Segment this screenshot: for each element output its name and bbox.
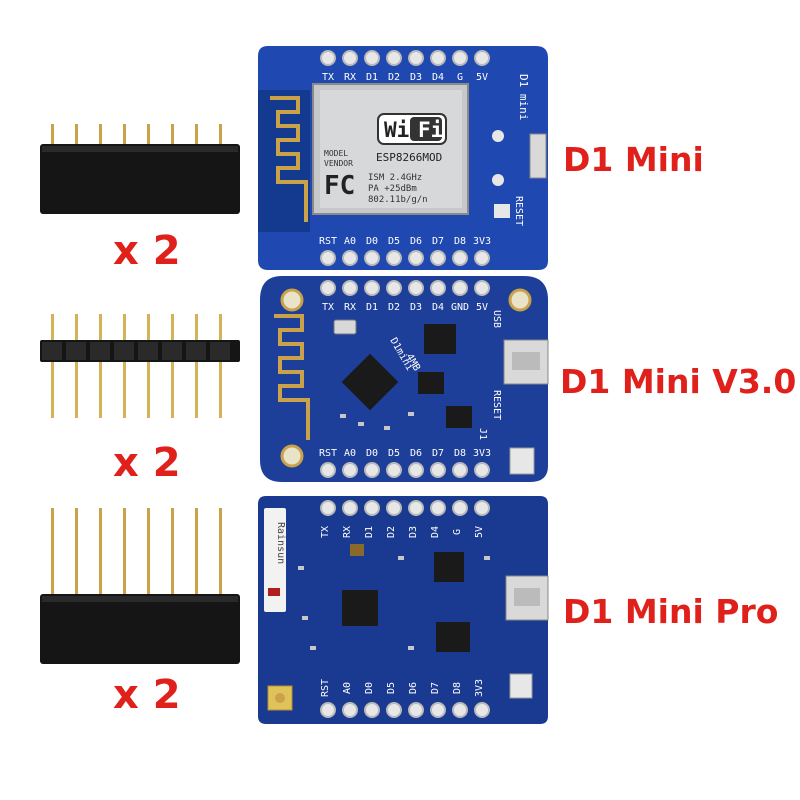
svg-text:RX: RX [344, 72, 356, 83]
svg-text:D1: D1 [366, 302, 378, 313]
svg-text:D1 mini: D1 mini [517, 74, 530, 120]
svg-text:Fi: Fi [418, 118, 443, 142]
svg-text:A0: A0 [344, 448, 356, 459]
svg-text:D7: D7 [430, 682, 441, 694]
board-label: D1 Mini Pro [563, 592, 779, 631]
svg-text:RST: RST [319, 236, 337, 247]
d1-mini-v3-board: TX RX D1 D2 D3 D4 GND 5V RST A0 D0 D5 D6… [258, 276, 558, 491]
svg-text:G: G [457, 72, 463, 83]
svg-text:D4: D4 [430, 526, 441, 538]
svg-text:J1: J1 [477, 428, 488, 440]
svg-text:A0: A0 [342, 682, 353, 694]
svg-text:D6: D6 [410, 236, 422, 247]
svg-text:ESP8266MOD: ESP8266MOD [376, 151, 442, 164]
svg-text:D0: D0 [364, 682, 375, 694]
svg-text:D4: D4 [432, 302, 444, 313]
svg-text:D5: D5 [388, 236, 400, 247]
svg-text:GND: GND [451, 302, 469, 313]
board-label: D1 Mini V3.0 [560, 362, 797, 401]
svg-text:MODEL: MODEL [324, 149, 348, 158]
svg-text:D2: D2 [388, 72, 400, 83]
svg-text:Rainsun: Rainsun [275, 522, 286, 564]
svg-text:D5: D5 [386, 682, 397, 694]
male-pin-header [38, 310, 248, 435]
svg-text:D3: D3 [410, 72, 422, 83]
svg-text:VENDOR: VENDOR [324, 159, 353, 168]
svg-text:TX: TX [320, 526, 331, 538]
svg-text:D6: D6 [410, 448, 422, 459]
svg-text:USB: USB [491, 310, 502, 328]
svg-text:RX: RX [342, 526, 353, 538]
svg-text:RST: RST [320, 679, 331, 697]
female-pin-header-1 [38, 120, 248, 225]
d1-mini-pro-board: Rainsun TX RX D1 D2 D3 D4 G 5V RST A0 D0… [258, 496, 558, 731]
quantity-label: x 2 [113, 228, 181, 274]
svg-text:5V: 5V [474, 526, 485, 538]
svg-text:TX: TX [322, 72, 334, 83]
svg-text:D7: D7 [432, 448, 444, 459]
svg-text:D8: D8 [454, 236, 466, 247]
svg-text:D0: D0 [366, 236, 378, 247]
svg-text:D2: D2 [386, 526, 397, 538]
svg-text:5V: 5V [476, 302, 488, 313]
svg-text:3V3: 3V3 [474, 679, 485, 697]
svg-text:D4: D4 [432, 72, 444, 83]
long-female-pin-header [38, 504, 248, 674]
svg-text:D6: D6 [408, 682, 419, 694]
d1-mini-board: Wi Fi MODEL VENDOR ESP8266MOD FC ISM 2.4… [258, 46, 558, 276]
svg-text:5V: 5V [476, 72, 488, 83]
svg-text:TX: TX [322, 302, 334, 313]
svg-text:3V3: 3V3 [473, 236, 491, 247]
quantity-label: x 2 [113, 440, 181, 486]
board-label: D1 Mini [563, 140, 704, 179]
svg-text:RST: RST [319, 448, 337, 459]
svg-text:A0: A0 [344, 236, 356, 247]
svg-text:D3: D3 [410, 302, 422, 313]
svg-text:RESET: RESET [513, 196, 524, 226]
svg-text:RX: RX [344, 302, 356, 313]
svg-text:3V3: 3V3 [473, 448, 491, 459]
svg-text:D5: D5 [388, 448, 400, 459]
svg-text:D7: D7 [432, 236, 444, 247]
svg-text:D1: D1 [364, 526, 375, 538]
svg-text:D3: D3 [408, 526, 419, 538]
svg-text:PA +25dBm: PA +25dBm [368, 184, 417, 194]
svg-text:RESET: RESET [491, 390, 502, 420]
svg-text:D8: D8 [452, 682, 463, 694]
svg-text:Wi: Wi [384, 118, 409, 142]
svg-text:D2: D2 [388, 302, 400, 313]
svg-text:G: G [452, 529, 463, 535]
svg-text:FC: FC [324, 171, 355, 201]
quantity-label: x 2 [113, 672, 181, 718]
svg-text:802.11b/g/n: 802.11b/g/n [368, 195, 428, 205]
svg-text:D8: D8 [454, 448, 466, 459]
svg-text:ISM 2.4GHz: ISM 2.4GHz [368, 173, 422, 183]
svg-text:D1: D1 [366, 72, 378, 83]
svg-text:D0: D0 [366, 448, 378, 459]
